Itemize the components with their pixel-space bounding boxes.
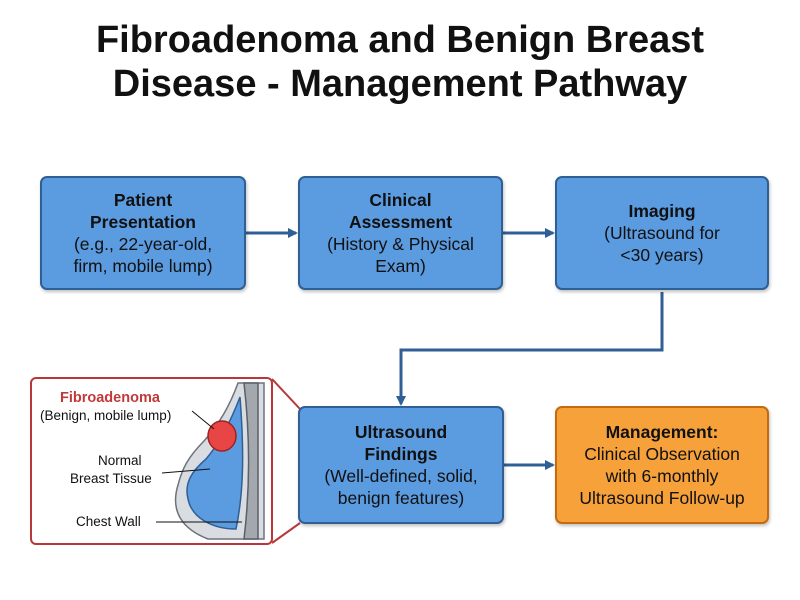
fibroadenoma-label: Fibroadenoma	[60, 390, 160, 406]
node-head-line: Management:	[605, 422, 719, 442]
normal-tissue-label-line-2: Breast Tissue	[70, 471, 152, 486]
normal-tissue-label-line-1: Normal	[98, 453, 142, 468]
node-head-line: Assessment	[348, 212, 453, 232]
node-head-line: Findings	[364, 444, 438, 464]
node-clinical-assessment: Clinical Assessment (History & Physical …	[298, 176, 503, 290]
node-body-line: firm, mobile lump)	[73, 256, 213, 276]
node-body-line: (Ultrasound for	[604, 223, 720, 243]
node-head-line: Presentation	[90, 212, 196, 232]
inset-connector-top	[271, 378, 301, 410]
node-body-line: benign features)	[337, 488, 465, 508]
node-head-line: Ultrasound	[354, 422, 448, 442]
title-line-2: Disease - Management Pathway	[112, 63, 688, 105]
chest-wall-label: Chest Wall	[76, 514, 141, 529]
node-body-line: (Well-defined, solid,	[324, 466, 478, 486]
node-head-line: Clinical	[369, 190, 432, 210]
node-body-line: Exam)	[375, 256, 426, 276]
node-imaging: Imaging (Ultrasound for <30 years)	[555, 176, 769, 290]
breast-cross-section-illustration	[156, 382, 265, 540]
arrow-imaging-to-findings	[396, 292, 664, 406]
node-head-line: Patient	[113, 190, 173, 210]
node-body-line: Clinical Observation	[584, 444, 740, 464]
fibroadenoma-description: (Benign, mobile lump)	[40, 408, 172, 423]
inset-connector-bottom	[271, 522, 301, 544]
node-ultrasound-findings: Ultrasound Findings (Well-defined, solid…	[298, 406, 504, 524]
node-body-line: <30 years)	[620, 245, 704, 265]
node-body-line: with 6-monthly	[605, 466, 719, 486]
node-body-line: (e.g., 22-year-old,	[73, 234, 213, 254]
node-head-line: Imaging	[628, 201, 696, 221]
anatomy-inset: Fibroadenoma (Benign, mobile lump) Norma…	[30, 377, 273, 545]
node-body-line: Ultrasound Follow-up	[579, 488, 745, 508]
fibroadenoma-lump	[207, 420, 237, 452]
title-line-1: Fibroadenoma and Benign Breast	[95, 19, 705, 61]
node-patient-presentation: Patient Presentation (e.g., 22-year-old,…	[40, 176, 246, 290]
diagram-title: Fibroadenoma and Benign Breast Disease -…	[0, 18, 800, 106]
node-body-line: (History & Physical	[327, 234, 474, 254]
node-management: Management: Clinical Observation with 6-…	[555, 406, 769, 524]
